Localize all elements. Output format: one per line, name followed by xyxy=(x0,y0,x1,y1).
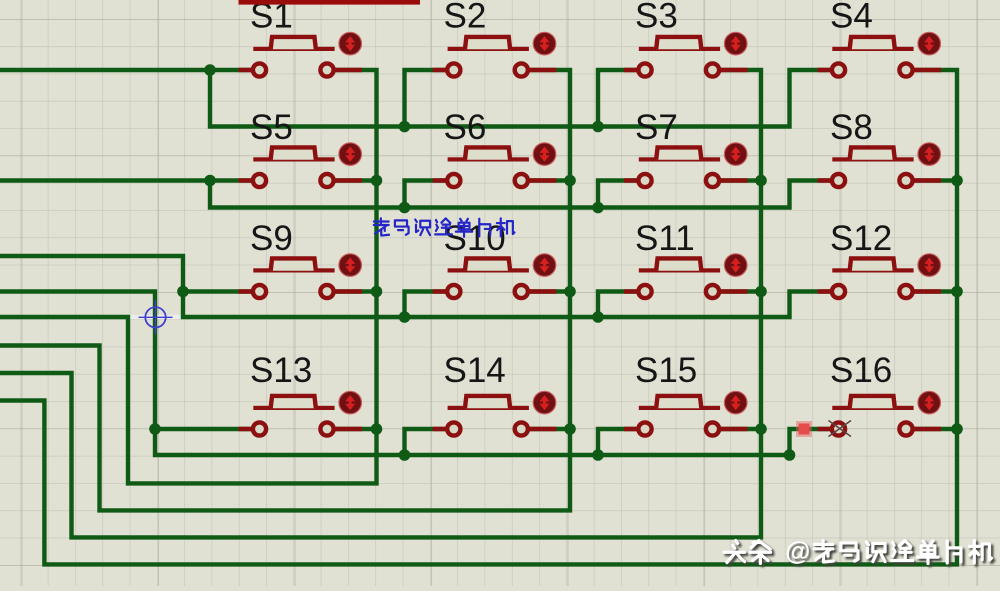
svg-text:S9: S9 xyxy=(250,219,293,258)
svg-text:@: @ xyxy=(785,538,810,566)
svg-text:S6: S6 xyxy=(444,108,487,147)
svg-text:S15: S15 xyxy=(635,351,697,390)
svg-text:S4: S4 xyxy=(830,0,873,36)
svg-text:S12: S12 xyxy=(830,219,892,258)
svg-text:S7: S7 xyxy=(635,108,678,147)
svg-text:S10: S10 xyxy=(444,219,506,258)
svg-text:S8: S8 xyxy=(830,108,873,147)
svg-text:S14: S14 xyxy=(444,351,506,390)
svg-text:S5: S5 xyxy=(250,108,293,147)
svg-text:S3: S3 xyxy=(635,0,678,36)
svg-text:S1: S1 xyxy=(250,0,293,36)
svg-text:S11: S11 xyxy=(635,219,695,258)
svg-text:S16: S16 xyxy=(830,351,892,390)
svg-text:@: @ xyxy=(787,540,812,568)
svg-text:S2: S2 xyxy=(444,0,487,36)
svg-text:S13: S13 xyxy=(250,351,312,390)
